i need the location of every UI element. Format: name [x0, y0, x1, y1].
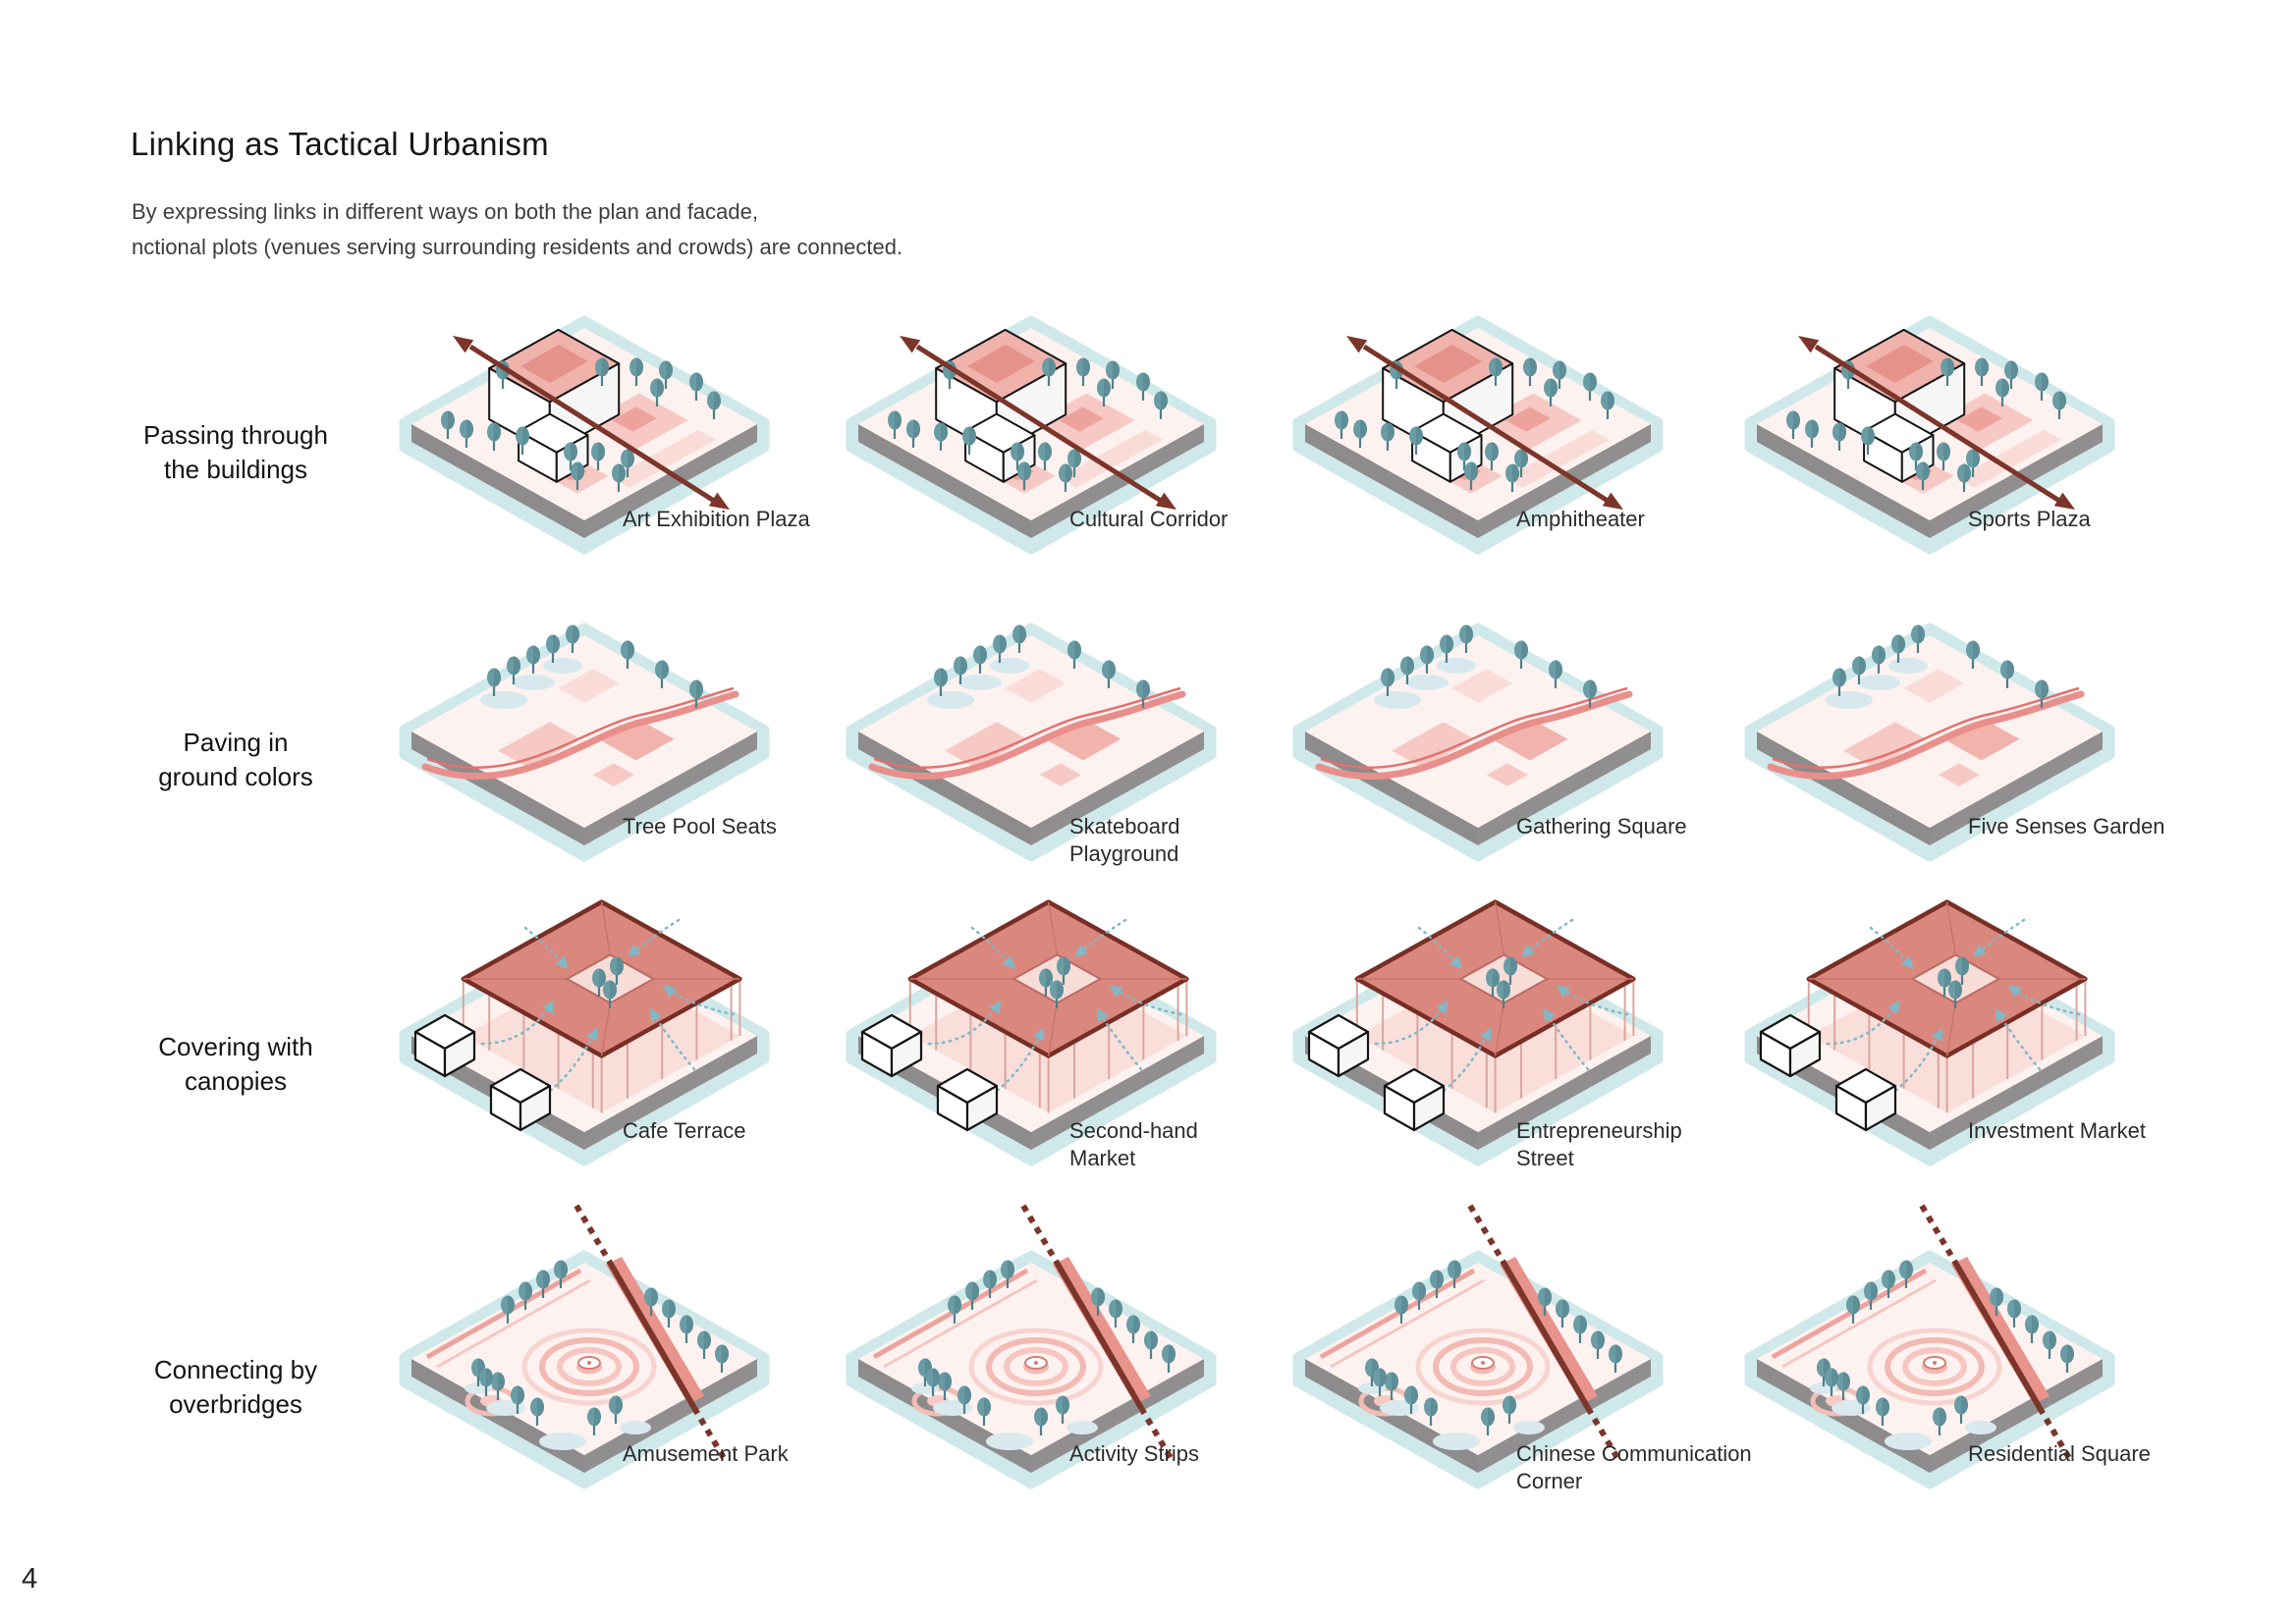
tile-caption: Sports Plaza [1968, 507, 2091, 531]
row-label: Covering with canopies [158, 1032, 313, 1096]
tile-residential-square: Residential Square [1733, 1200, 2151, 1506]
tile-caption: Amphitheater [1516, 507, 1645, 531]
tile-sports-plaza: Sports Plaza [1733, 265, 2126, 571]
tile-caption: Cafe Terrace [623, 1118, 746, 1143]
tile-amusement-park: Amusement Park [388, 1200, 789, 1506]
page-title: Linking as Tactical Urbanism [131, 126, 549, 163]
tile-caption: Skateboard Playground [1069, 814, 1180, 866]
tile-art-exhibition-plaza: Art Exhibition Plaza [388, 265, 810, 571]
tile-investment-market: Investment Market [1733, 877, 2146, 1183]
subtitle-line-1: By expressing links in different ways on… [132, 199, 758, 224]
row-label: Passing through the buildings [143, 420, 328, 484]
tile-second-hand-market: Second-hand Market [835, 877, 1228, 1183]
tile-five-senses-garden: Five Senses Garden [1733, 572, 2165, 879]
page-subtitle: By expressing links in different ways on… [132, 194, 902, 265]
tile-caption: Chinese Communication Corner [1516, 1441, 1752, 1493]
tile-caption: Amusement Park [623, 1441, 789, 1466]
tile-chinese-communication-corner: Chinese Communication Corner [1282, 1200, 1752, 1506]
subtitle-line-2: nctional plots (venues serving surroundi… [132, 235, 903, 259]
tile-gathering-square: Gathering Square [1282, 572, 1687, 879]
tile-caption: Residential Square [1968, 1441, 2151, 1466]
row-label: Connecting by overbridges [153, 1355, 318, 1419]
tile-caption: Entrepreneurship Street [1516, 1118, 1682, 1170]
tile-caption: Tree Pool Seats [623, 814, 777, 839]
page-number: 4 [22, 1563, 38, 1595]
tile-caption: Second-hand Market [1069, 1118, 1198, 1170]
tile-activity-strips: Activity Strips [835, 1200, 1228, 1506]
tile-caption: Activity Strips [1069, 1441, 1200, 1466]
tile-cultural-corridor: Cultural Corridor [835, 265, 1228, 571]
tile-tree-pool-seats: Tree Pool Seats [388, 572, 781, 879]
tile-caption: Art Exhibition Plaza [623, 507, 810, 531]
tile-cafe-terrace: Cafe Terrace [388, 877, 781, 1183]
tile-caption: Five Senses Garden [1968, 814, 2165, 839]
tile-amphitheater: Amphitheater [1282, 265, 1674, 571]
tile-skateboard-playground: Skateboard Playground [835, 572, 1228, 879]
tile-caption: Cultural Corridor [1069, 507, 1229, 531]
tile-caption: Gathering Square [1516, 814, 1687, 839]
tile-entrepreneurship-street: Entrepreneurship Street [1282, 877, 1682, 1183]
row-label: Paving in ground colors [158, 728, 313, 791]
tile-caption: Investment Market [1968, 1118, 2146, 1143]
